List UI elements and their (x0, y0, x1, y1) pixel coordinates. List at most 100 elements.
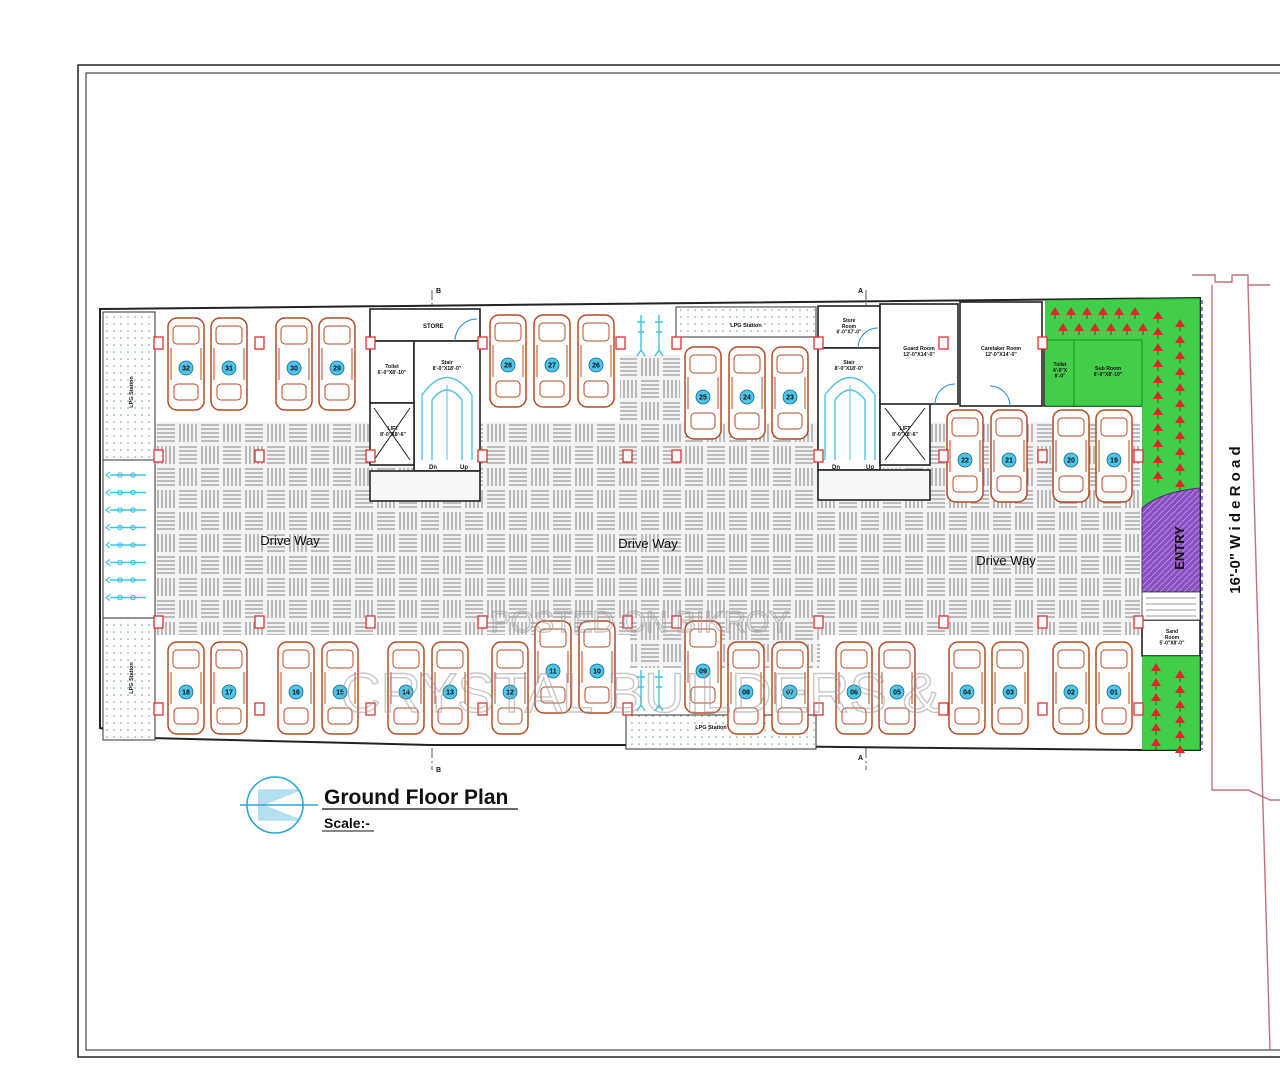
slot-badge (1063, 684, 1079, 700)
parking-slot-top-6: 26 (577, 314, 615, 408)
column-17 (1037, 449, 1048, 463)
column-4 (615, 336, 626, 350)
slot-badge (178, 360, 194, 376)
column-35 (938, 702, 949, 716)
slot-badge (544, 357, 560, 373)
slot-number: 31 (225, 366, 233, 373)
column-10 (254, 449, 265, 463)
slot-number: 12 (506, 690, 514, 697)
parking-slot-bottom-3: 15 (321, 641, 359, 735)
slot-number: 20 (1067, 458, 1075, 465)
slot-number: 07 (786, 690, 794, 697)
slot-number: 04 (963, 690, 971, 697)
stair-right (817, 347, 881, 471)
slot-number: 28 (504, 363, 512, 370)
slot-badge (178, 684, 194, 700)
shrub-12 (1153, 311, 1163, 323)
column-5 (671, 336, 682, 350)
shrub-31 (1175, 463, 1185, 475)
slot-badge (738, 684, 754, 700)
shrub-19 (1175, 367, 1185, 379)
shrub-15 (1175, 335, 1185, 347)
shrub-5 (1090, 323, 1100, 335)
slot-badge (889, 684, 905, 700)
stair-right-up: Up (866, 465, 874, 471)
parking-slot-bottom-13: 05 (878, 641, 916, 735)
shrub-32 (1153, 471, 1163, 483)
shrub-0 (1050, 307, 1060, 319)
column-24 (671, 615, 682, 629)
room-label-lpg-top: LPG Station (730, 323, 762, 329)
slot-number: 22 (961, 458, 969, 465)
lpg-station-left-bottom (102, 617, 156, 741)
slot-badge (332, 684, 348, 700)
driveway-label-2: Drive Way (618, 536, 678, 551)
slot-badge (221, 684, 237, 700)
lpg-cylinder-5 (105, 559, 146, 566)
shrub-17 (1175, 351, 1185, 363)
slot-number: 06 (850, 690, 858, 697)
shrub-13 (1175, 319, 1185, 331)
slot-badge (221, 360, 237, 376)
column-21 (365, 615, 376, 629)
parking-slot-bottom-10: 08 (727, 641, 765, 735)
shrub-35 (1175, 670, 1185, 682)
column-18 (1133, 449, 1144, 463)
motorbike-icons (636, 315, 664, 712)
slot-badge (959, 684, 975, 700)
column-34 (813, 702, 824, 716)
parking-slot-bottom-5: 13 (431, 641, 469, 735)
parking-slot-bottom-12: 06 (835, 641, 873, 735)
column-15 (813, 449, 824, 463)
parking-slot-bottom-8: 10 (578, 620, 616, 714)
section-mark-top-b: B (436, 288, 441, 295)
slot-badge (957, 452, 973, 468)
shrub-14 (1153, 327, 1163, 339)
section-mark-bottom-b: B (436, 767, 441, 774)
lpg-cylinders (105, 471, 146, 601)
store-room-right (817, 305, 881, 349)
shrub-43 (1175, 730, 1185, 742)
slot-number: 29 (333, 366, 341, 373)
room-label-store: STORE (423, 324, 444, 330)
shrub-1 (1058, 323, 1068, 335)
parking-slot-top-10: 22 (946, 409, 984, 503)
parking-slot-bottom-0: 18 (167, 641, 205, 735)
column-3 (477, 336, 488, 350)
parking-slot-bottom-9: 09 (684, 620, 722, 714)
scale-label: Scale:- (324, 815, 370, 831)
guard-room (879, 303, 959, 405)
shrub-25 (1175, 415, 1185, 427)
slot-badge (288, 684, 304, 700)
stair-left-down: Dn (429, 465, 437, 471)
slot-badge (500, 357, 516, 373)
shrub-20 (1153, 375, 1163, 387)
shrub-34 (1151, 663, 1161, 675)
slot-badge (739, 389, 755, 405)
parking-slot-top-5: 27 (533, 314, 571, 408)
column-36 (1037, 702, 1048, 716)
entry-label: ENTRY (1172, 526, 1187, 570)
slot-number: 26 (592, 363, 600, 370)
slot-number: 03 (1006, 690, 1014, 697)
slot-number: 21 (1005, 458, 1013, 465)
slot-badge (589, 663, 605, 679)
parking-slot-bottom-15: 03 (991, 641, 1029, 735)
column-19 (153, 615, 164, 629)
driveway-label-3: Drive Way (976, 553, 1036, 568)
lpg-cylinder-1 (105, 489, 146, 496)
parking-slot-top-12: 20 (1052, 409, 1090, 503)
shrub-30 (1153, 455, 1163, 467)
shrub-36 (1151, 678, 1161, 690)
shrub-7 (1106, 323, 1116, 335)
slot-badge (1001, 452, 1017, 468)
slot-badge (846, 684, 862, 700)
slot-number: 16 (292, 690, 300, 697)
shrub-44 (1151, 738, 1161, 750)
lpg-cylinder-6 (105, 576, 146, 584)
